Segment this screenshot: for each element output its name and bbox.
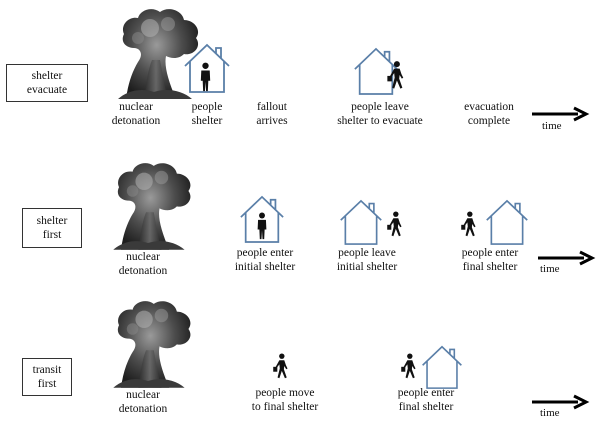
walking-person-icon bbox=[386, 60, 406, 90]
time-arrow-icon bbox=[532, 106, 590, 122]
walking-person-icon bbox=[460, 210, 478, 238]
house-icon bbox=[420, 344, 464, 390]
time-label: time bbox=[542, 120, 562, 132]
mushroom-cloud-icon bbox=[94, 158, 200, 250]
time-arrow-icon bbox=[532, 394, 590, 410]
time-label: time bbox=[540, 407, 560, 419]
time-arrow-icon bbox=[538, 250, 596, 266]
scenario-label-line: evacuate bbox=[26, 84, 68, 96]
scenario-label-line: first bbox=[42, 229, 62, 241]
house-icon bbox=[338, 198, 384, 246]
scenario-label-shelter-first: shelter first bbox=[22, 208, 82, 248]
scenario-label-line: shelter bbox=[36, 215, 68, 227]
scenario-label-shelter-evacuate: shelter evacuate bbox=[6, 64, 88, 102]
scenario-label-line: shelter bbox=[31, 70, 63, 82]
time-label: time bbox=[540, 263, 560, 275]
walking-person-icon bbox=[272, 352, 290, 380]
walking-person-icon bbox=[386, 210, 404, 238]
scenario-label-transit-first: transit first bbox=[22, 358, 72, 396]
walking-person-icon bbox=[400, 352, 418, 380]
person-icon bbox=[198, 62, 213, 92]
mushroom-cloud-icon bbox=[94, 296, 200, 388]
scenario-label-line: transit bbox=[32, 364, 62, 376]
house-icon bbox=[484, 198, 530, 246]
person-icon bbox=[255, 212, 269, 240]
scenario-label-line: first bbox=[37, 378, 57, 390]
